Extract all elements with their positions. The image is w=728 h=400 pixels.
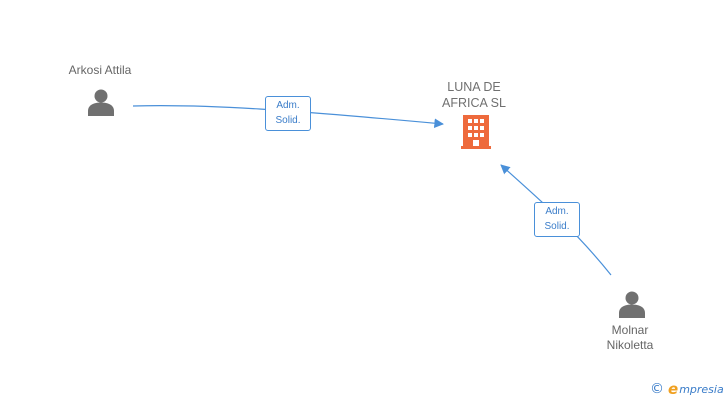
copyright-icon: © — [650, 381, 664, 397]
person-icon[interactable] — [88, 89, 114, 117]
edge-label-role[interactable]: Adm. Solid. — [265, 96, 311, 131]
company-name-line2: AFRICA SL — [442, 96, 506, 110]
person-icon[interactable] — [619, 291, 645, 319]
person-name-line2: Nikoletta — [606, 338, 654, 352]
building-icon[interactable] — [461, 115, 491, 149]
brand-logo: © e mpresia — [650, 380, 724, 398]
role-line2: Solid. — [544, 221, 570, 232]
role-line2: Solid. — [275, 115, 301, 126]
edge-label-role[interactable]: Adm. Solid. — [534, 202, 580, 237]
person-name: Arkosi Attila — [68, 63, 132, 77]
brand-initial: e — [668, 380, 679, 398]
company-label-luna-de-africa[interactable]: LUNA DE AFRICA SL — [414, 79, 534, 111]
brand-name: mpresia — [679, 382, 724, 396]
company-name-line1: LUNA DE — [447, 80, 501, 94]
role-line1: Adm. — [276, 100, 300, 111]
person-name-line1: Molnar — [611, 323, 649, 337]
person-label-arkosi-attila[interactable]: Arkosi Attila — [40, 63, 160, 78]
edge-arkosi-to-company — [132, 105, 444, 128]
person-label-molnar-nikoletta[interactable]: Molnar Nikoletta — [570, 323, 690, 353]
role-line1: Adm. — [545, 206, 569, 217]
